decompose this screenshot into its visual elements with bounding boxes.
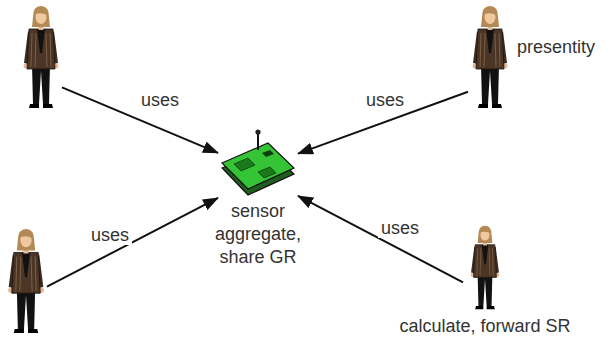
sensor-node: sensor aggregate, share GR xyxy=(218,128,298,198)
edge-label: uses xyxy=(138,90,182,110)
sensor-icon xyxy=(218,128,298,198)
node-label: sensor aggregate, share GR xyxy=(206,200,310,269)
arrow-connector xyxy=(47,198,218,287)
arrow-connector xyxy=(298,196,463,282)
person-node: calculate, forward SR xyxy=(463,225,507,311)
node-label: calculate, forward SR xyxy=(399,315,570,338)
person-figure xyxy=(24,6,59,108)
person-icon xyxy=(468,5,512,110)
person-figure xyxy=(471,226,500,310)
arrow-connector xyxy=(62,87,218,153)
edge-label: uses xyxy=(378,218,422,238)
person-icon xyxy=(463,225,507,311)
edge-label: uses xyxy=(363,90,407,110)
edge-label: uses xyxy=(88,225,132,245)
node-label: presentity xyxy=(517,36,595,59)
person-node xyxy=(5,228,47,335)
person-figure xyxy=(8,229,44,333)
sensor-device xyxy=(222,129,294,195)
person-node xyxy=(20,5,62,110)
person-node: presentity xyxy=(468,5,512,110)
person-icon xyxy=(5,228,47,335)
person-figure xyxy=(473,6,508,108)
person-icon xyxy=(20,5,62,110)
